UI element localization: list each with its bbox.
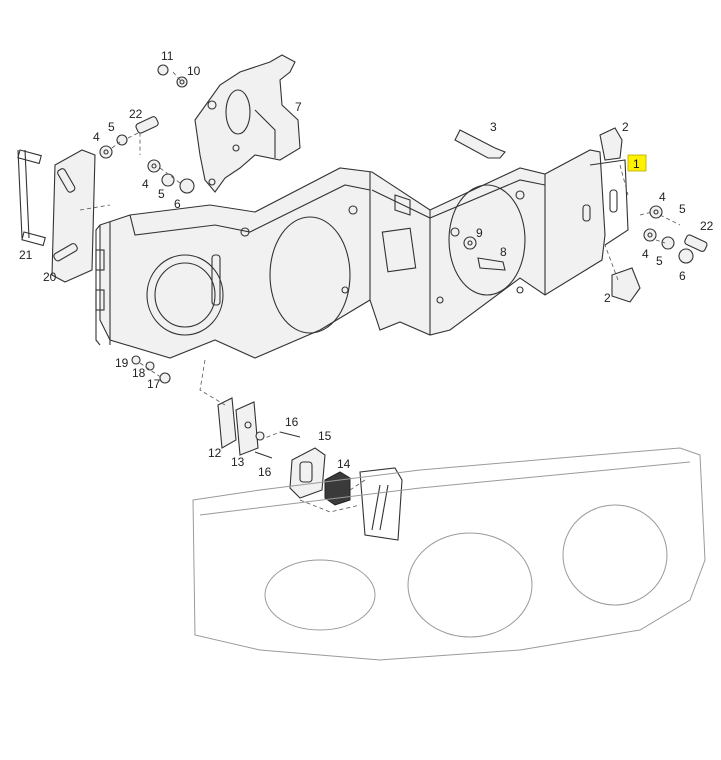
label-14[interactable]: 14	[337, 457, 351, 471]
label-4-right-top[interactable]: 4	[659, 190, 666, 204]
fasteners	[99, 64, 708, 384]
label-15[interactable]: 15	[318, 429, 332, 443]
label-5-upper-left[interactable]: 5	[108, 120, 115, 134]
label-22-right[interactable]: 22	[700, 219, 714, 233]
label-8[interactable]: 8	[500, 245, 507, 259]
label-4-upper-left[interactable]: 4	[93, 130, 100, 144]
label-12[interactable]: 12	[208, 446, 222, 460]
label-6-mid-left[interactable]: 6	[174, 197, 181, 211]
threaded-rod	[17, 149, 46, 247]
label-1[interactable]: 1	[633, 157, 640, 171]
headlight-housing-outline	[192, 447, 706, 661]
label-4-mid-left[interactable]: 4	[142, 177, 149, 191]
label-7[interactable]: 7	[295, 100, 302, 114]
highlight-box	[627, 154, 647, 172]
label-16-bottom[interactable]: 16	[258, 465, 272, 479]
part-labels: 1 2 2 3 4 4 4 4 5 5 5 5 6 6 7 8 9 10 11 …	[19, 49, 714, 479]
label-9[interactable]: 9	[476, 226, 483, 240]
label-6-right[interactable]: 6	[679, 269, 686, 283]
label-19[interactable]: 19	[115, 356, 129, 370]
label-3[interactable]: 3	[490, 120, 497, 134]
main-bracket	[95, 149, 629, 359]
upper-mount-bracket	[194, 54, 301, 193]
label-11[interactable]: 11	[161, 49, 174, 63]
leader-lines	[79, 71, 681, 513]
label-18[interactable]: 18	[132, 366, 146, 380]
label-10[interactable]: 10	[187, 64, 201, 78]
label-21[interactable]: 21	[19, 248, 33, 262]
label-4-right-bottom[interactable]: 4	[642, 247, 649, 261]
label-22-left[interactable]: 22	[129, 107, 143, 121]
hinge-plate	[51, 149, 96, 283]
label-16-top[interactable]: 16	[285, 415, 299, 429]
label-5-right-top[interactable]: 5	[679, 202, 686, 216]
label-2-top[interactable]: 2	[622, 120, 629, 134]
label-13[interactable]: 13	[231, 455, 245, 469]
label-17[interactable]: 17	[147, 377, 161, 391]
lower-clamp-assembly	[217, 397, 403, 541]
label-5-mid-left[interactable]: 5	[158, 187, 165, 201]
label-20[interactable]: 20	[43, 270, 57, 284]
label-2-bottom[interactable]: 2	[604, 291, 611, 305]
label-5-right-bottom[interactable]: 5	[656, 254, 663, 268]
